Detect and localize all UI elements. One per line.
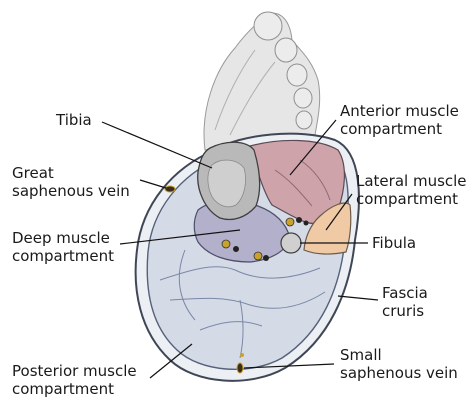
tibia-leader bbox=[102, 122, 212, 168]
great-saphenous-vein-marker bbox=[165, 186, 175, 192]
label-posterior-muscle-compartment: Posterior muscle compartment bbox=[12, 362, 137, 398]
label-fascia-cruris: Fascia cruris bbox=[382, 284, 428, 320]
label-deep-muscle-compartment: Deep muscle compartment bbox=[12, 229, 114, 265]
label-great-saphenous-vein: Great saphenous vein bbox=[12, 164, 130, 200]
label-fibula: Fibula bbox=[372, 234, 416, 252]
fibula-bone bbox=[281, 233, 301, 253]
label-tibia: Tibia bbox=[56, 111, 92, 129]
label-small-saphenous-vein: Small saphenous vein bbox=[340, 346, 458, 382]
small-saphenous-vein-marker bbox=[237, 363, 243, 373]
label-lateral-muscle-compartment: Lateral muscle compartment bbox=[356, 172, 466, 208]
fascia-leader bbox=[338, 296, 378, 300]
foot-illustration bbox=[204, 12, 320, 150]
great-saphenous-leader bbox=[140, 180, 166, 188]
label-anterior-muscle-compartment: Anterior muscle compartment bbox=[340, 102, 459, 138]
